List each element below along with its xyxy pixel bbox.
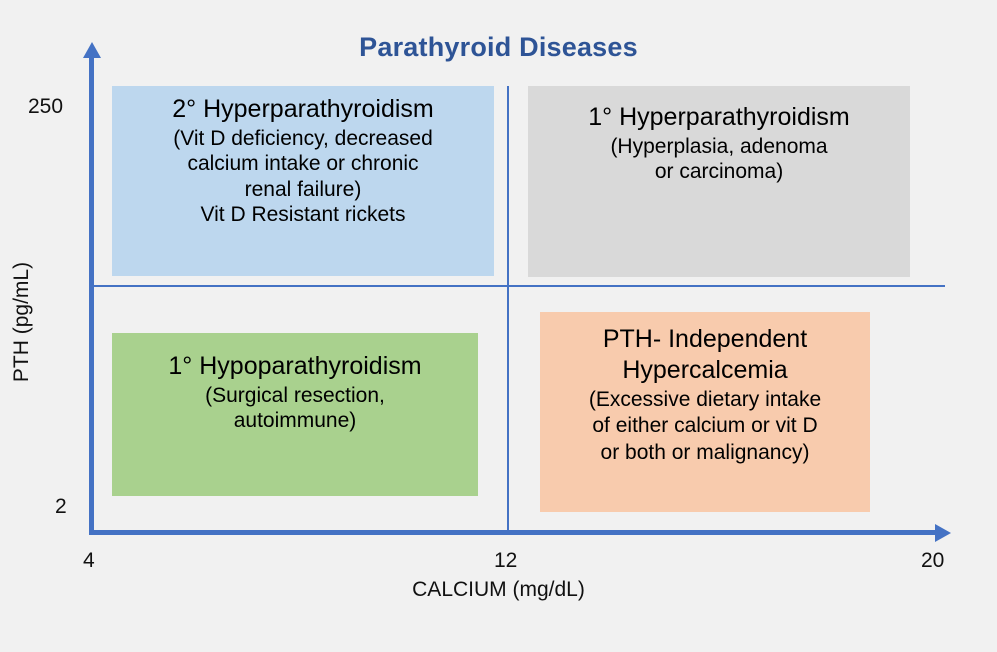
quadrant-top-right-line-2: or carcinoma)	[654, 160, 784, 184]
quadrant-top-right-body: (Hyperplasia, adenoma or carcinoma)	[534, 134, 904, 185]
y-axis-arrow-icon	[83, 42, 101, 58]
quadrant-bottom-right-heading-line-1: PTH- Independent	[602, 325, 808, 353]
quadrant-top-right: 1° Hyperparathyroidism (Hyperplasia, ade…	[528, 86, 910, 277]
y-axis-title: PTH (pg/mL)	[10, 261, 33, 383]
quadrant-top-left-line-3: renal failure)	[244, 177, 362, 201]
quadrant-bottom-right-line-1: (Excessive dietary intake	[588, 388, 822, 411]
quadrant-bottom-right-body: (Excessive dietary intake of either calc…	[546, 387, 864, 466]
quadrant-bottom-right-heading-line-2: Hypercalcemia	[622, 356, 788, 384]
quadrant-bottom-right-line-2: of either calcium or vit D	[592, 414, 818, 438]
quadrant-top-left-line-4: Vit D Resistant rickets	[200, 203, 406, 227]
quadrant-divider-vertical	[507, 86, 509, 530]
quadrant-bottom-left-line-2: autoimmune)	[233, 409, 357, 433]
quadrant-top-left-body: (Vit D deficiency, decreased calcium int…	[118, 126, 488, 228]
quadrant-top-left: 2° Hyperparathyroidism (Vit D deficiency…	[112, 86, 494, 276]
quadrant-bottom-left-heading: 1° Hypoparathyroidism	[168, 352, 422, 380]
quadrant-bottom-left-body: (Surgical resection, autoimmune)	[118, 383, 472, 434]
quadrant-top-left-line-1: (Vit D deficiency, decreased	[173, 126, 433, 150]
quadrant-bottom-right-line-3: or both or malignancy)	[600, 440, 810, 464]
page-title: Parathyroid Diseases	[359, 32, 638, 62]
y-axis-line	[89, 56, 94, 535]
quadrant-top-right-line-1: (Hyperplasia, adenoma	[610, 134, 828, 158]
y-axis-tick-250: 250	[28, 95, 64, 118]
quadrant-bottom-right: PTH- Independent Hypercalcemia (Excessiv…	[540, 312, 870, 512]
quadrant-top-left-heading: 2° Hyperparathyroidism	[172, 95, 434, 123]
x-axis-tick-4: 4	[83, 549, 95, 572]
quadrant-bottom-right-heading: PTH- Independent Hypercalcemia	[546, 324, 864, 386]
quadrant-top-left-line-2: calcium intake or chronic	[187, 152, 419, 176]
quadrant-bottom-left: 1° Hypoparathyroidism (Surgical resectio…	[112, 333, 478, 496]
quadrant-divider-horizontal	[94, 285, 945, 287]
x-axis-title: CALCIUM (mg/dL)	[412, 578, 585, 601]
quadrant-bottom-left-line-1: (Surgical resection,	[205, 383, 385, 407]
x-axis-line	[89, 530, 941, 535]
quadrant-top-right-heading: 1° Hyperparathyroidism	[588, 103, 850, 131]
x-axis-tick-20: 20	[921, 549, 945, 572]
x-axis-tick-12: 12	[494, 549, 518, 572]
x-axis-arrow-icon	[935, 524, 951, 542]
y-axis-tick-2: 2	[55, 495, 67, 518]
